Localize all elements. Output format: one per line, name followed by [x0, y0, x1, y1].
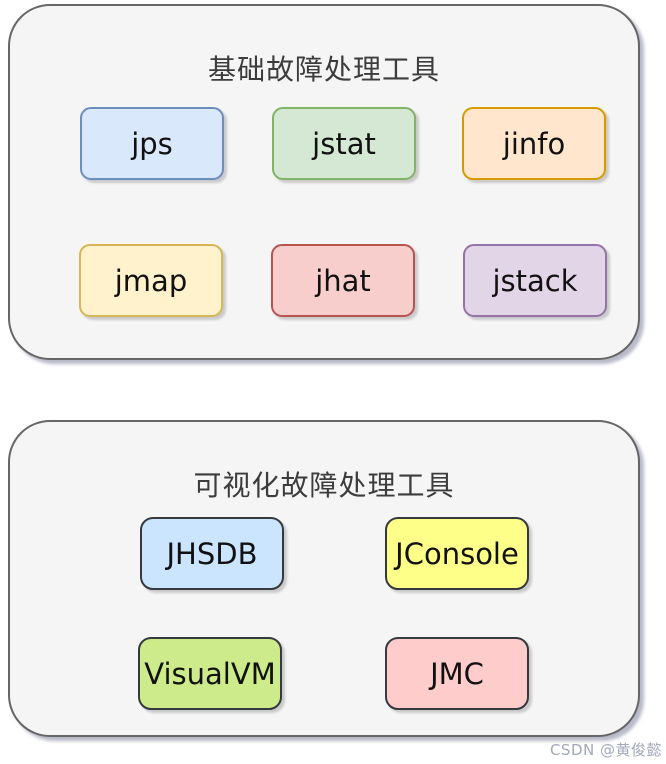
tool-node-jps: jps: [80, 107, 224, 180]
group-visual-title: 可视化故障处理工具: [193, 469, 455, 502]
tool-label-jhsdb: JHSDB: [166, 536, 258, 571]
tool-label-jps: jps: [131, 126, 173, 161]
tool-node-jconsole: JConsole: [385, 517, 529, 590]
tool-label-jmap: jmap: [114, 263, 188, 298]
tool-label-visualvm: VisualVM: [144, 656, 276, 691]
tool-node-jmc: JMC: [385, 637, 529, 710]
tool-node-jstat: jstat: [272, 107, 416, 180]
tool-node-jhat: jhat: [271, 244, 415, 317]
tool-node-jhsdb: JHSDB: [140, 517, 284, 590]
tool-label-jstat: jstat: [312, 126, 376, 161]
tool-label-jconsole: JConsole: [395, 536, 519, 571]
tool-label-jinfo: jinfo: [502, 126, 566, 161]
watermark: CSDN @黄俊懿: [549, 741, 662, 759]
tool-node-jmap: jmap: [79, 244, 223, 317]
group-basic-tools: 基础故障处理工具 jps jstat jinfo jmap jhat jstac…: [8, 4, 640, 360]
tool-label-jstack: jstack: [492, 263, 578, 298]
tool-node-jstack: jstack: [463, 244, 607, 317]
tool-label-jmc: JMC: [430, 656, 484, 691]
tool-node-jinfo: jinfo: [462, 107, 606, 180]
tool-node-visualvm: VisualVM: [138, 637, 282, 710]
tool-label-jhat: jhat: [315, 263, 371, 298]
group-basic-title: 基础故障处理工具: [207, 53, 440, 86]
group-visual-tools: 可视化故障处理工具 JHSDB JConsole VisualVM JMC: [8, 420, 640, 737]
